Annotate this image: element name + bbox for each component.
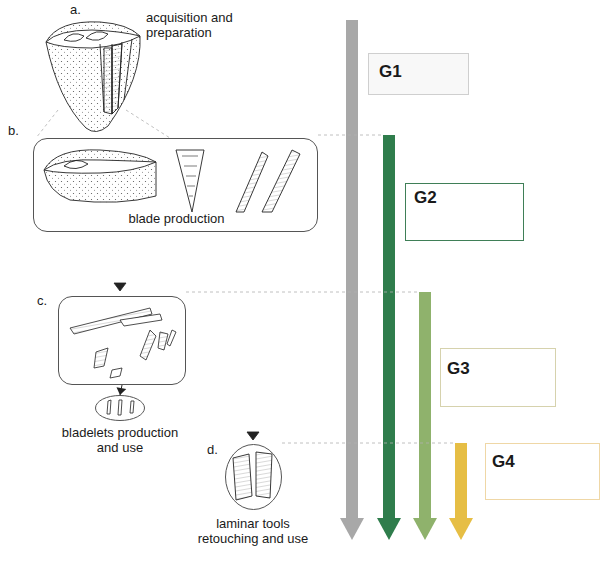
process-ellipse: bladelets production and use — [95, 395, 145, 421]
process-panel: b.blade production — [33, 138, 318, 232]
ellipse-outline — [225, 444, 282, 510]
caption-text: blade production — [34, 211, 319, 226]
flow-arrow — [116, 385, 126, 395]
caption-text: bladelets production and use — [60, 425, 180, 455]
marker-triangle — [247, 432, 259, 440]
group-label: G4 — [492, 452, 515, 472]
caption-text: laminar tools retouching and use — [188, 516, 318, 546]
process-ellipse: d.laminar tools retouching and use — [225, 444, 282, 510]
group-box: G2 — [405, 183, 524, 241]
caption-text: b. — [8, 123, 19, 138]
laminar-tool-drawings — [233, 432, 272, 500]
group-box: G3 — [440, 348, 556, 407]
group-label: G2 — [414, 188, 437, 208]
group-box: G1 — [368, 53, 469, 95]
caption-text: acquisition and preparation — [146, 10, 256, 40]
blade-drawings — [44, 150, 300, 212]
ellipse-outline — [95, 395, 145, 421]
caption-text: a. — [70, 2, 81, 17]
group-label: G3 — [447, 359, 470, 379]
core-drawing — [46, 22, 140, 132]
marker-triangle — [114, 283, 126, 291]
guide-lines — [36, 110, 455, 443]
process-panel: c. — [58, 296, 186, 385]
caption-text: c. — [37, 293, 47, 308]
group-box: G4 — [485, 443, 600, 500]
group-label: G1 — [379, 62, 402, 82]
caption-text: d. — [207, 442, 218, 457]
group-arrows — [340, 20, 473, 540]
